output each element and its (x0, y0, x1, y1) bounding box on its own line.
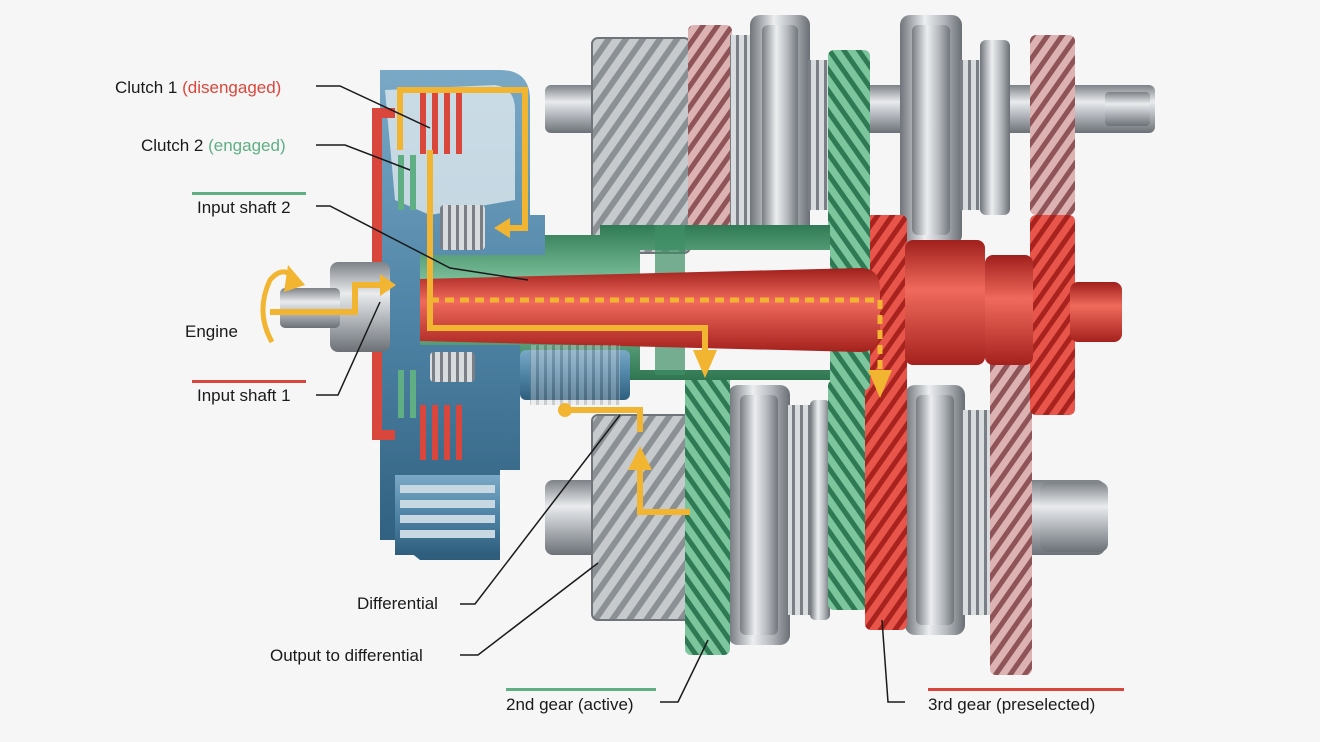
clutch-2-name: Clutch 2 (141, 136, 204, 155)
upper-synchronizer-1 (730, 15, 830, 245)
clutch-1-plates (372, 92, 462, 460)
lower-synchronizer-1 (728, 385, 830, 645)
third-gear-label: 3rd gear (preselected) (928, 695, 1096, 714)
lower-pink-gear (990, 355, 1032, 675)
upper-pink-gear-1 (688, 25, 732, 230)
output-to-differential-label: Output to differential (270, 646, 423, 665)
upper-pink-gear-2 (1030, 35, 1075, 215)
red-output-gears (905, 215, 1075, 415)
clutch-1-state: (disengaged) (182, 78, 282, 97)
engine-label: Engine (185, 322, 238, 341)
clutch-1-label: Clutch 1 (disengaged) (115, 78, 281, 98)
clutch-return-springs (430, 205, 485, 382)
input-shaft-1-color-bar (192, 380, 306, 383)
leader-lines (316, 85, 905, 703)
power-flow-path (270, 87, 883, 515)
input-shaft-2-label: Input shaft 2 (197, 198, 291, 217)
lower-synchronizer-2 (905, 385, 990, 635)
third-gear-color-bar (928, 688, 1124, 691)
engine-rotation-arrowhead (284, 265, 305, 292)
input-shaft-1-label: Input shaft 1 (197, 386, 291, 405)
second-gear-label: 2nd gear (active) (506, 695, 634, 714)
clutch-2-state: (engaged) (208, 136, 286, 155)
clutch-2-plates (398, 155, 416, 418)
clutch-2-label: Clutch 2 (engaged) (141, 136, 286, 156)
differential-label: Differential (357, 594, 438, 613)
upper-green-gear (828, 50, 870, 240)
output-to-differential-gear (591, 414, 691, 621)
upper-left-gear (591, 37, 691, 254)
power-flow-arrowheads (380, 218, 892, 470)
input-shaft-2-color-bar (192, 192, 306, 195)
blue-shift-sleeve (520, 345, 630, 405)
clutch-1-name: Clutch 1 (115, 78, 178, 97)
upper-synchronizer-2 (900, 15, 1010, 245)
engine-rotation-arrow (260, 269, 294, 344)
second-gear-green (685, 370, 868, 655)
second-gear-color-bar (506, 688, 656, 691)
